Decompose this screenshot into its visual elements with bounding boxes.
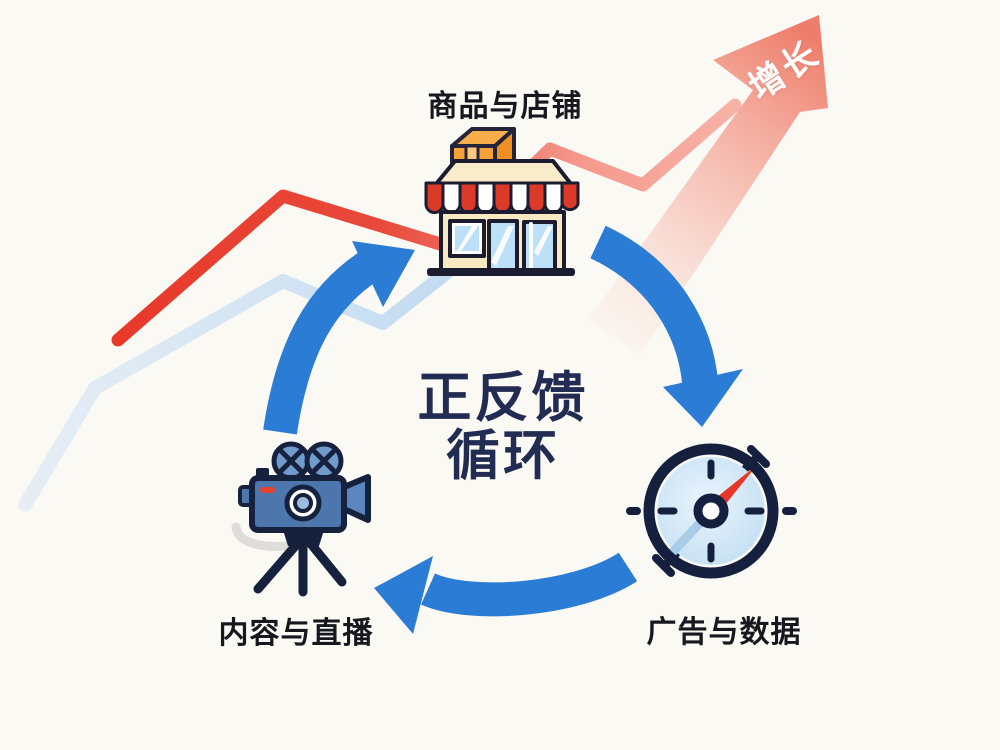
video-camera-icon [231,441,371,597]
diagram-title-line2: 循环 [446,426,560,486]
node-label-content: 内容与直播 [218,617,374,650]
diagram-title-line1: 正反馈 [417,368,589,429]
trend-line-light-blue [18,251,472,512]
cycle-arrow-bottom [374,552,638,634]
diagram-title: 正反馈 循环 [417,368,589,486]
node-label-ads: 广告与数据 [646,616,802,649]
compass-gauge-icon [626,443,797,579]
cycle-arrow-right [589,225,743,427]
cycle-arrow-left [263,241,415,435]
storefront-icon [424,127,580,276]
node-label-store: 商品与店铺 [427,90,583,123]
